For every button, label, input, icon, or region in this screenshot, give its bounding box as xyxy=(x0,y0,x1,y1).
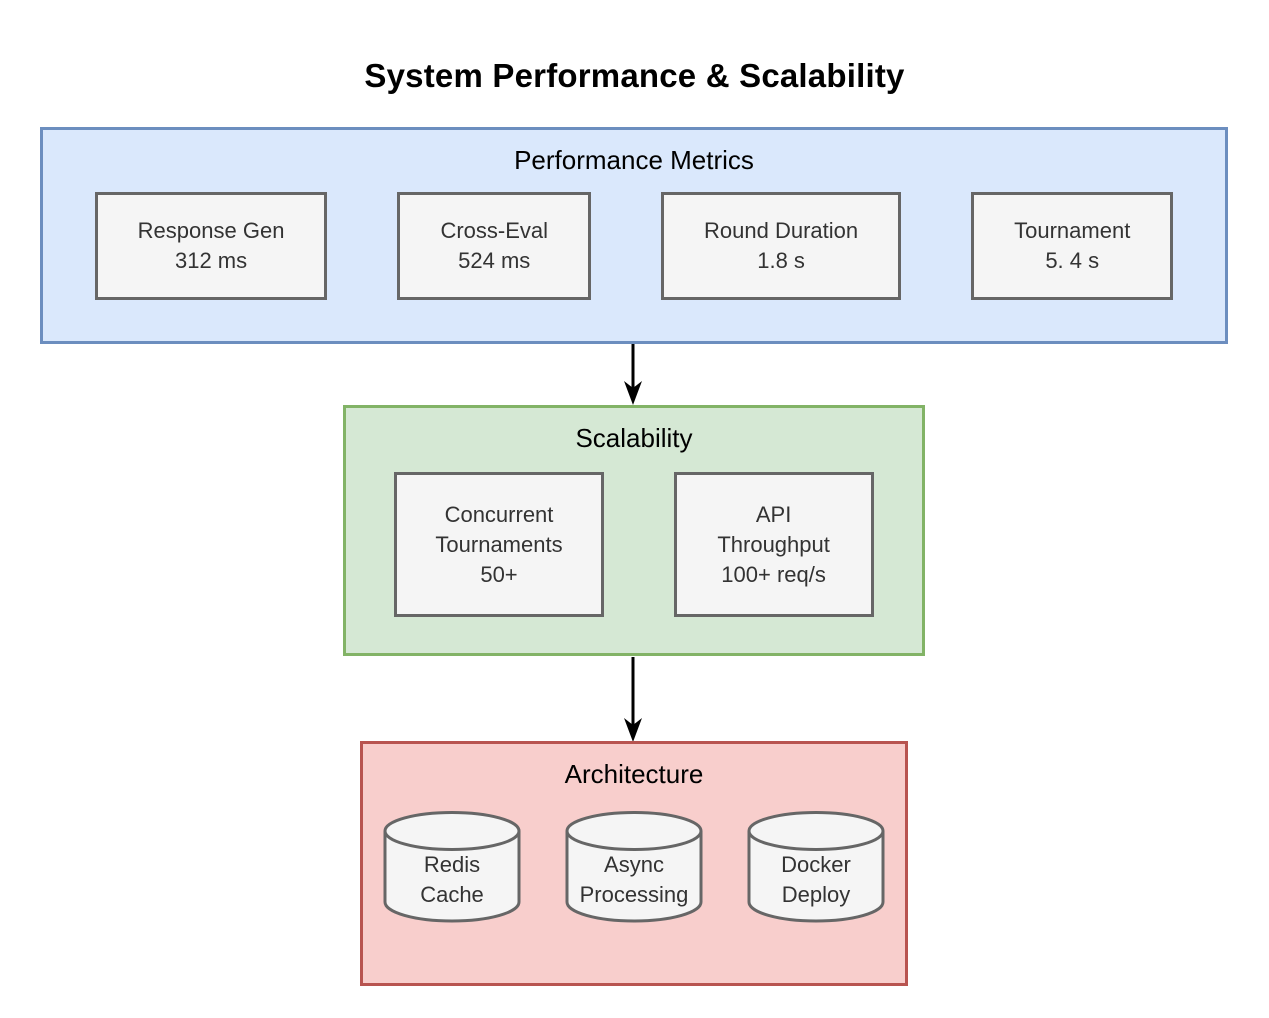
arrow-performance-to-scalability xyxy=(623,344,643,410)
cylinder-label: Redis Cache xyxy=(382,850,522,910)
metric-name: Cross-Eval xyxy=(440,218,549,243)
node-text-line: Tournaments xyxy=(435,531,563,557)
architecture-section: Architecture Redis Cache Async xyxy=(360,741,908,986)
cylinder-text-line: Processing xyxy=(579,882,689,907)
cylinder-redis-cache: Redis Cache xyxy=(382,810,522,924)
arrow-scalability-to-architecture xyxy=(623,657,643,747)
scalability-label: Scalability xyxy=(575,423,693,453)
metric-round-duration: Round Duration 1.8 s xyxy=(661,192,902,300)
metric-value: 1.8 s xyxy=(757,248,805,273)
scalability-row: Concurrent Tournaments 50+ API Throughpu… xyxy=(346,472,922,617)
metric-value: 5. 4 s xyxy=(1045,248,1100,273)
cylinder-docker-deploy: Docker Deploy xyxy=(746,810,886,924)
node-text-line: 50+ xyxy=(480,561,518,587)
database-cylinder-icon xyxy=(565,811,703,923)
metric-tournament: Tournament 5. 4 s xyxy=(971,192,1174,300)
cylinder-text-line: Async xyxy=(604,852,664,877)
cylinder-async-processing: Async Processing xyxy=(564,810,704,924)
performance-metrics-row: Response Gen 312 ms Cross-Eval 524 ms Ro… xyxy=(43,192,1225,300)
metric-value: 524 ms xyxy=(458,248,531,273)
metric-cross-eval: Cross-Eval 524 ms xyxy=(397,192,592,300)
performance-metrics-label: Performance Metrics xyxy=(514,145,754,175)
metric-name: Tournament xyxy=(1014,218,1131,243)
architecture-label: Architecture xyxy=(564,759,704,789)
database-cylinder-icon xyxy=(747,811,885,923)
metric-response-gen: Response Gen 312 ms xyxy=(94,192,328,300)
metric-name: Response Gen xyxy=(137,218,285,243)
node-text-line: API xyxy=(755,501,792,527)
arrow-down-icon xyxy=(624,344,642,405)
node-text-line: Throughput xyxy=(717,531,830,557)
cylinder-label: Async Processing xyxy=(564,850,704,910)
node-concurrent-tournaments: Concurrent Tournaments 50+ xyxy=(394,472,604,617)
node-api-throughput: API Throughput 100+ req/s xyxy=(673,472,874,617)
cylinder-text-line: Docker xyxy=(781,852,851,877)
architecture-row: Redis Cache Async Processing xyxy=(363,810,905,924)
cylinder-text-line: Redis xyxy=(423,852,481,877)
node-text-line: Concurrent xyxy=(444,501,554,527)
database-cylinder-icon xyxy=(383,811,521,923)
diagram-title: System Performance & Scalability xyxy=(364,57,905,94)
cylinder-text-line: Cache xyxy=(420,882,484,907)
cylinder-text-line: Deploy xyxy=(781,882,851,907)
metric-name: Round Duration xyxy=(704,218,859,243)
cylinder-label: Docker Deploy xyxy=(746,850,886,910)
arrow-down-icon xyxy=(624,657,642,742)
metric-value: 312 ms xyxy=(174,248,248,273)
scalability-section: Scalability Concurrent Tournaments 50+ A… xyxy=(343,405,925,656)
performance-metrics-section: Performance Metrics Response Gen 312 ms … xyxy=(40,127,1228,344)
node-text-line: 100+ req/s xyxy=(721,561,826,587)
